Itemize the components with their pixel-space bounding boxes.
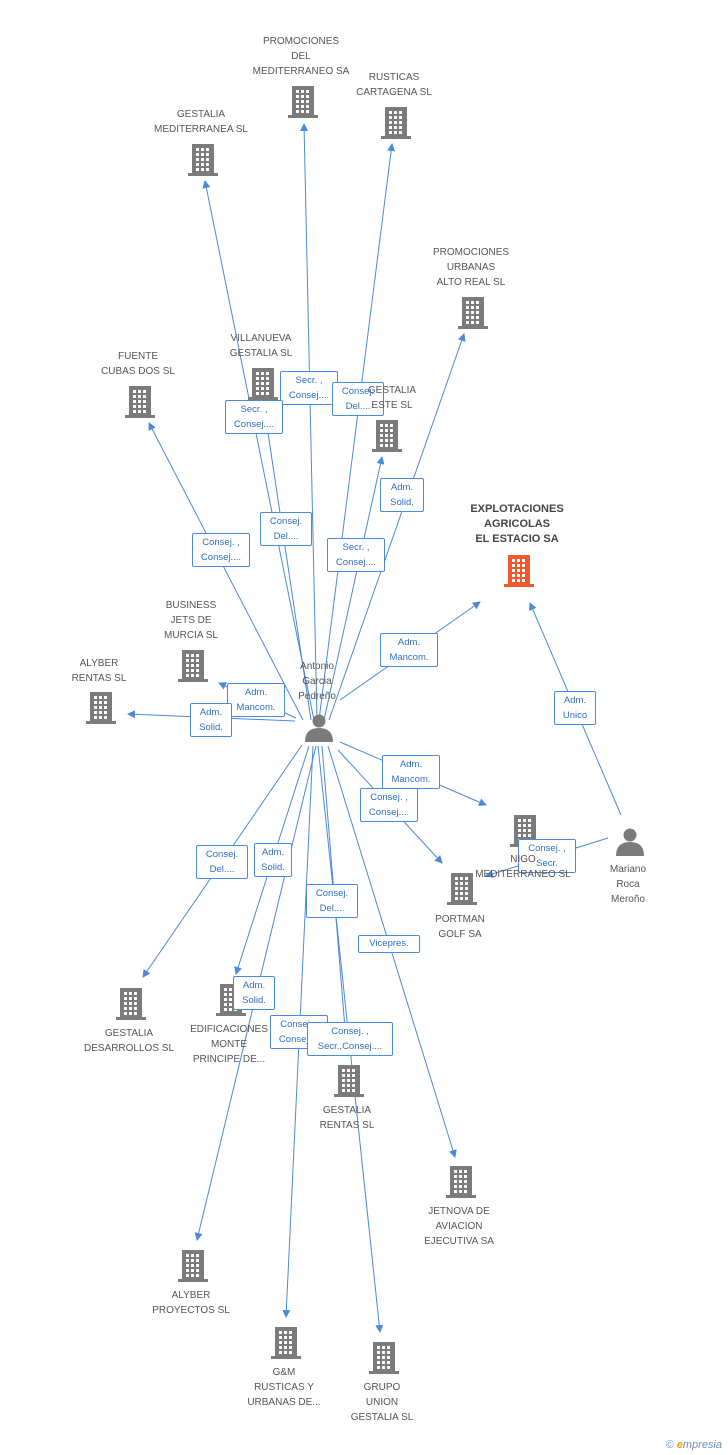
building-icon-promociones-mediterraneo[interactable] <box>288 86 318 118</box>
building-icon-gestalia-mediterranea[interactable] <box>188 144 218 176</box>
brand-e: e <box>676 1439 683 1451</box>
node-label-rusticas-cartagena[interactable]: RUSTICAS CARTAGENA SL <box>356 72 432 98</box>
node-label-explotaciones[interactable]: EXPLOTACIONES AGRICOLAS EL ESTACIO SA <box>470 503 564 545</box>
edge-label-mariano-to-portman[interactable]: Consej. , Secr. <box>518 839 576 873</box>
edge-label-mariano-to-explotaciones[interactable]: Adm. Unico <box>554 691 596 725</box>
edge-line-antonio-to-villanueva-gestalia <box>261 405 312 721</box>
node-label-gestalia-mediterranea[interactable]: GESTALIA MEDITERRANEA SL <box>154 109 248 135</box>
node-label-promociones-mediterraneo[interactable]: PROMOCIONES DEL MEDITERRANEO SA <box>252 36 350 77</box>
node-label-promociones-alto-real[interactable]: PROMOCIONES URBANAS ALTO REAL SL <box>432 247 510 288</box>
nodes-layer <box>86 86 644 1374</box>
node-label-gm-rusticas[interactable]: G&M RUSTICAS Y URBANAS DE... <box>247 1367 321 1408</box>
edge-label-antonio-to-alyber-rentas[interactable]: Adm. Solid. <box>190 703 232 737</box>
building-icon-alyber-proyectos[interactable] <box>178 1250 208 1282</box>
edge-line-antonio-to-gestalia-este <box>323 456 385 721</box>
person-icon-antonio[interactable] <box>305 714 333 743</box>
building-icon-gestalia-rentas[interactable] <box>334 1065 364 1097</box>
person-icon-mariano[interactable] <box>616 828 644 857</box>
node-label-edificaciones[interactable]: EDIFICACIONES MONTE PRINCIPE DE... <box>190 1024 268 1065</box>
edge-label-antonio-to-gestalia-este[interactable]: Secr. , Consej.... <box>327 538 385 572</box>
node-label-fuente-cubas[interactable]: FUENTE CUBAS DOS SL <box>101 351 175 377</box>
edge-line-antonio-to-rusticas-cartagena <box>318 143 396 721</box>
node-label-grupo-union[interactable]: GRUPO UNION GESTALIA SL <box>350 1382 414 1423</box>
building-icon-portman[interactable] <box>447 873 477 905</box>
edge-line-antonio-to-promociones-alto-real <box>328 333 466 721</box>
node-label-villanueva-gestalia[interactable]: VILLANUEVA GESTALIA SL <box>229 333 293 359</box>
node-label-alyber-proyectos[interactable]: ALYBER PROYECTOS SL <box>152 1290 230 1316</box>
edge-label-antonio-to-business-jets[interactable]: Adm. Mancom. <box>227 683 285 717</box>
node-label-gestalia-este[interactable]: GESTALIA ESTE SL <box>367 385 417 411</box>
building-icon-gm-rusticas[interactable] <box>271 1327 301 1359</box>
edge-line-antonio-to-promociones-mediterraneo <box>300 123 318 721</box>
building-icon-gestalia-desarrollos[interactable] <box>116 988 146 1020</box>
node-label-antonio[interactable]: Antonio Garcia Pedreño <box>298 661 336 702</box>
edge-label-antonio-to-gestalia-desarrollos[interactable]: Consej. Del.... <box>196 845 248 879</box>
node-label-portman[interactable]: PORTMAN GOLF SA <box>435 914 485 940</box>
edge-line-antonio-to-gestalia-mediterranea <box>202 180 315 721</box>
building-icon-jetnova[interactable] <box>446 1166 476 1198</box>
node-label-business-jets[interactable]: BUSINESS JETS DE MURCIA SL <box>164 600 218 641</box>
node-label-gestalia-rentas[interactable]: GESTALIA RENTAS SL <box>319 1105 375 1131</box>
edge-line-antonio-to-fuente-cubas <box>148 422 304 721</box>
building-icon-alyber-rentas[interactable] <box>86 692 116 724</box>
edge-label-antonio-to-explotaciones[interactable]: Adm. Mancom. <box>380 633 438 667</box>
edge-label-antonio-to-grupo-union[interactable]: Consej. , Secr.,Consej.... <box>307 1022 393 1056</box>
building-icon-fuente-cubas[interactable] <box>125 386 155 418</box>
node-label-alyber-rentas[interactable]: ALYBER RENTAS SL <box>71 658 127 684</box>
node-label-gestalia-desarrollos[interactable]: GESTALIA DESARROLLOS SL <box>83 1028 175 1054</box>
copyright-icon: © <box>665 1439 674 1451</box>
edge-label-antonio-to-gestalia-mediterranea[interactable]: Consej. Del.... <box>260 512 312 546</box>
building-icon-grupo-union[interactable] <box>369 1342 399 1374</box>
edge-label-antonio-to-alyber-proyectos[interactable]: Adm. Solid. <box>233 976 275 1010</box>
node-label-jetnova[interactable]: JETNOVA DE AVIACION EJECUTIVA SA <box>424 1206 494 1247</box>
building-icon-business-jets[interactable] <box>178 650 208 682</box>
edge-label-antonio-to-gestalia-rentas[interactable]: Consej. Del.... <box>306 884 358 918</box>
building-icon-rusticas-cartagena[interactable] <box>381 107 411 139</box>
footer-brand: ©empresia <box>666 1439 722 1451</box>
building-icon-villanueva-gestalia[interactable] <box>248 368 278 400</box>
brand-name: mpresia <box>682 1439 722 1451</box>
edge-label-antonio-to-promociones-alto-real[interactable]: Adm. Solid. <box>380 478 424 512</box>
node-label-nigo-mediterraneo[interactable]: NIGO MEDITERRANEO SL <box>475 854 571 880</box>
edge-label-antonio-to-nigo-mediterraneo[interactable]: Adm. Mancom. <box>382 755 440 789</box>
edge-label-antonio-to-fuente-cubas[interactable]: Consej. , Consej.... <box>192 533 250 567</box>
building-icon-gestalia-este[interactable] <box>372 420 402 452</box>
node-label-mariano[interactable]: Mariano Roca Meroño <box>609 864 647 905</box>
building-icon-explotaciones[interactable] <box>504 555 534 587</box>
edge-label-antonio-to-rusticas-cartagena[interactable]: Consej. Del.... <box>332 382 384 416</box>
building-icon-promociones-alto-real[interactable] <box>458 297 488 329</box>
edge-label-antonio-to-edificaciones[interactable]: Adm. Solid. <box>254 843 292 877</box>
edge-label-antonio-to-portman[interactable]: Consej. , Consej.... <box>360 788 418 822</box>
edge-label-antonio-to-jetnova[interactable]: Vicepres. <box>358 935 420 953</box>
edge-label-antonio-to-villanueva-gestalia[interactable]: Secr. , Consej.... <box>225 400 283 434</box>
